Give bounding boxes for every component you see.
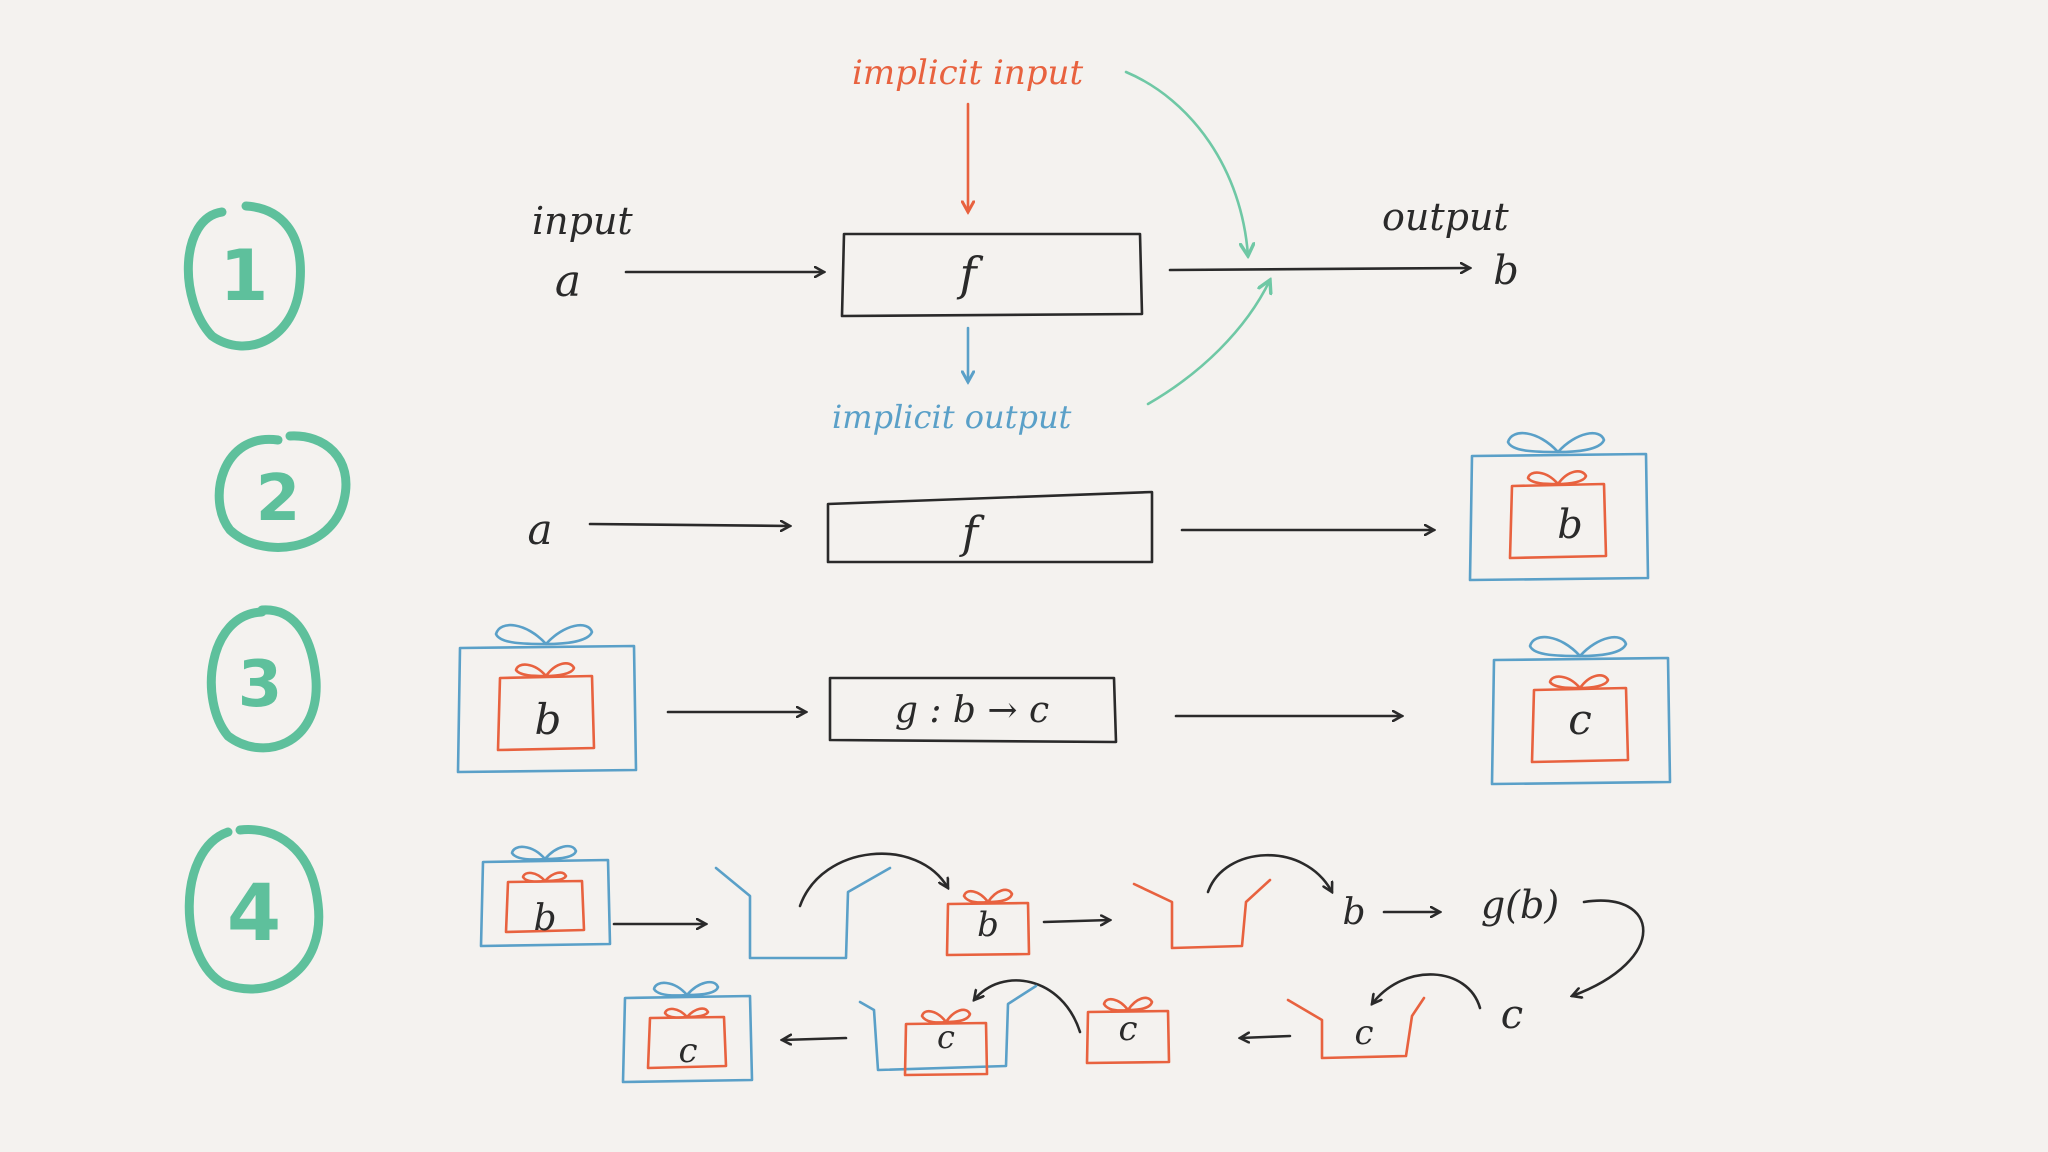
row4-red-box-c: c [1118,1009,1137,1049]
row2-input-arrow [590,524,790,526]
row4-plain-c: c [1501,992,1523,1038]
implicit-output-label: implicit output [832,398,1072,436]
implicit-input-label: implicit input [852,53,1083,93]
function-box-f [842,234,1142,316]
row4-arrow-to-red-gift-c [1240,1036,1290,1038]
step-badge-1-label: 1 [220,235,269,317]
row4-boxed-start: b [533,898,556,939]
row2-function-box [828,492,1152,562]
step-badge-3: 3 [211,610,316,748]
row-2: a f b [527,433,1648,580]
row4-rewrap-blue-curve [974,980,1080,1032]
row4-unwrapped-b: b [977,905,999,945]
row4-open-blue-box [716,868,890,958]
row4-arrow-to-final [782,1038,846,1040]
row3-boxed-input: b [535,695,562,744]
row4-c-in-blue-box: c [937,1018,955,1056]
output-arrow [1170,268,1470,270]
row2-boxed-value: b [1557,502,1583,548]
row4-rewrap-red-curve [1372,974,1480,1008]
row4-arrow-to-red-box [1044,920,1110,922]
row4-final-boxed: c [678,1031,697,1071]
row4-plain-b: b [1342,892,1365,933]
row2-input-var: a [527,505,552,554]
step-badge-2: 2 [219,436,346,548]
step-badge-4-label: 4 [227,869,281,959]
input-label: input [532,199,633,243]
implicit-output-curve [1148,280,1270,404]
step-badge-3-label: 3 [238,648,283,722]
row-4: b b b g(b) c c c c c [481,846,1643,1082]
row-1: implicit input input a f implicit output… [532,53,1519,436]
row4-unwrap-curve [800,854,948,906]
row-3: b g : b → c c [458,625,1670,784]
step-badge-4: 4 [189,830,319,989]
input-var: a [555,256,581,307]
function-label: f [956,247,983,301]
output-var: b [1493,248,1519,294]
output-label: output [1382,195,1509,239]
row4-applied: g(b) [1481,883,1559,927]
row4-open-red-box [1134,880,1270,948]
row3-boxed-output: c [1568,695,1592,744]
row4-red-unwrap-curve [1208,855,1332,892]
row2-function-label: f [959,508,985,559]
step-badge-1: 1 [188,206,300,346]
implicit-input-curve [1126,72,1248,256]
row3-function-label: g : b → c [895,690,1049,731]
step-badge-2-label: 2 [256,462,301,536]
row4-wrap-around-curve [1572,901,1643,996]
row4-c-in-red-box: c [1354,1013,1373,1053]
